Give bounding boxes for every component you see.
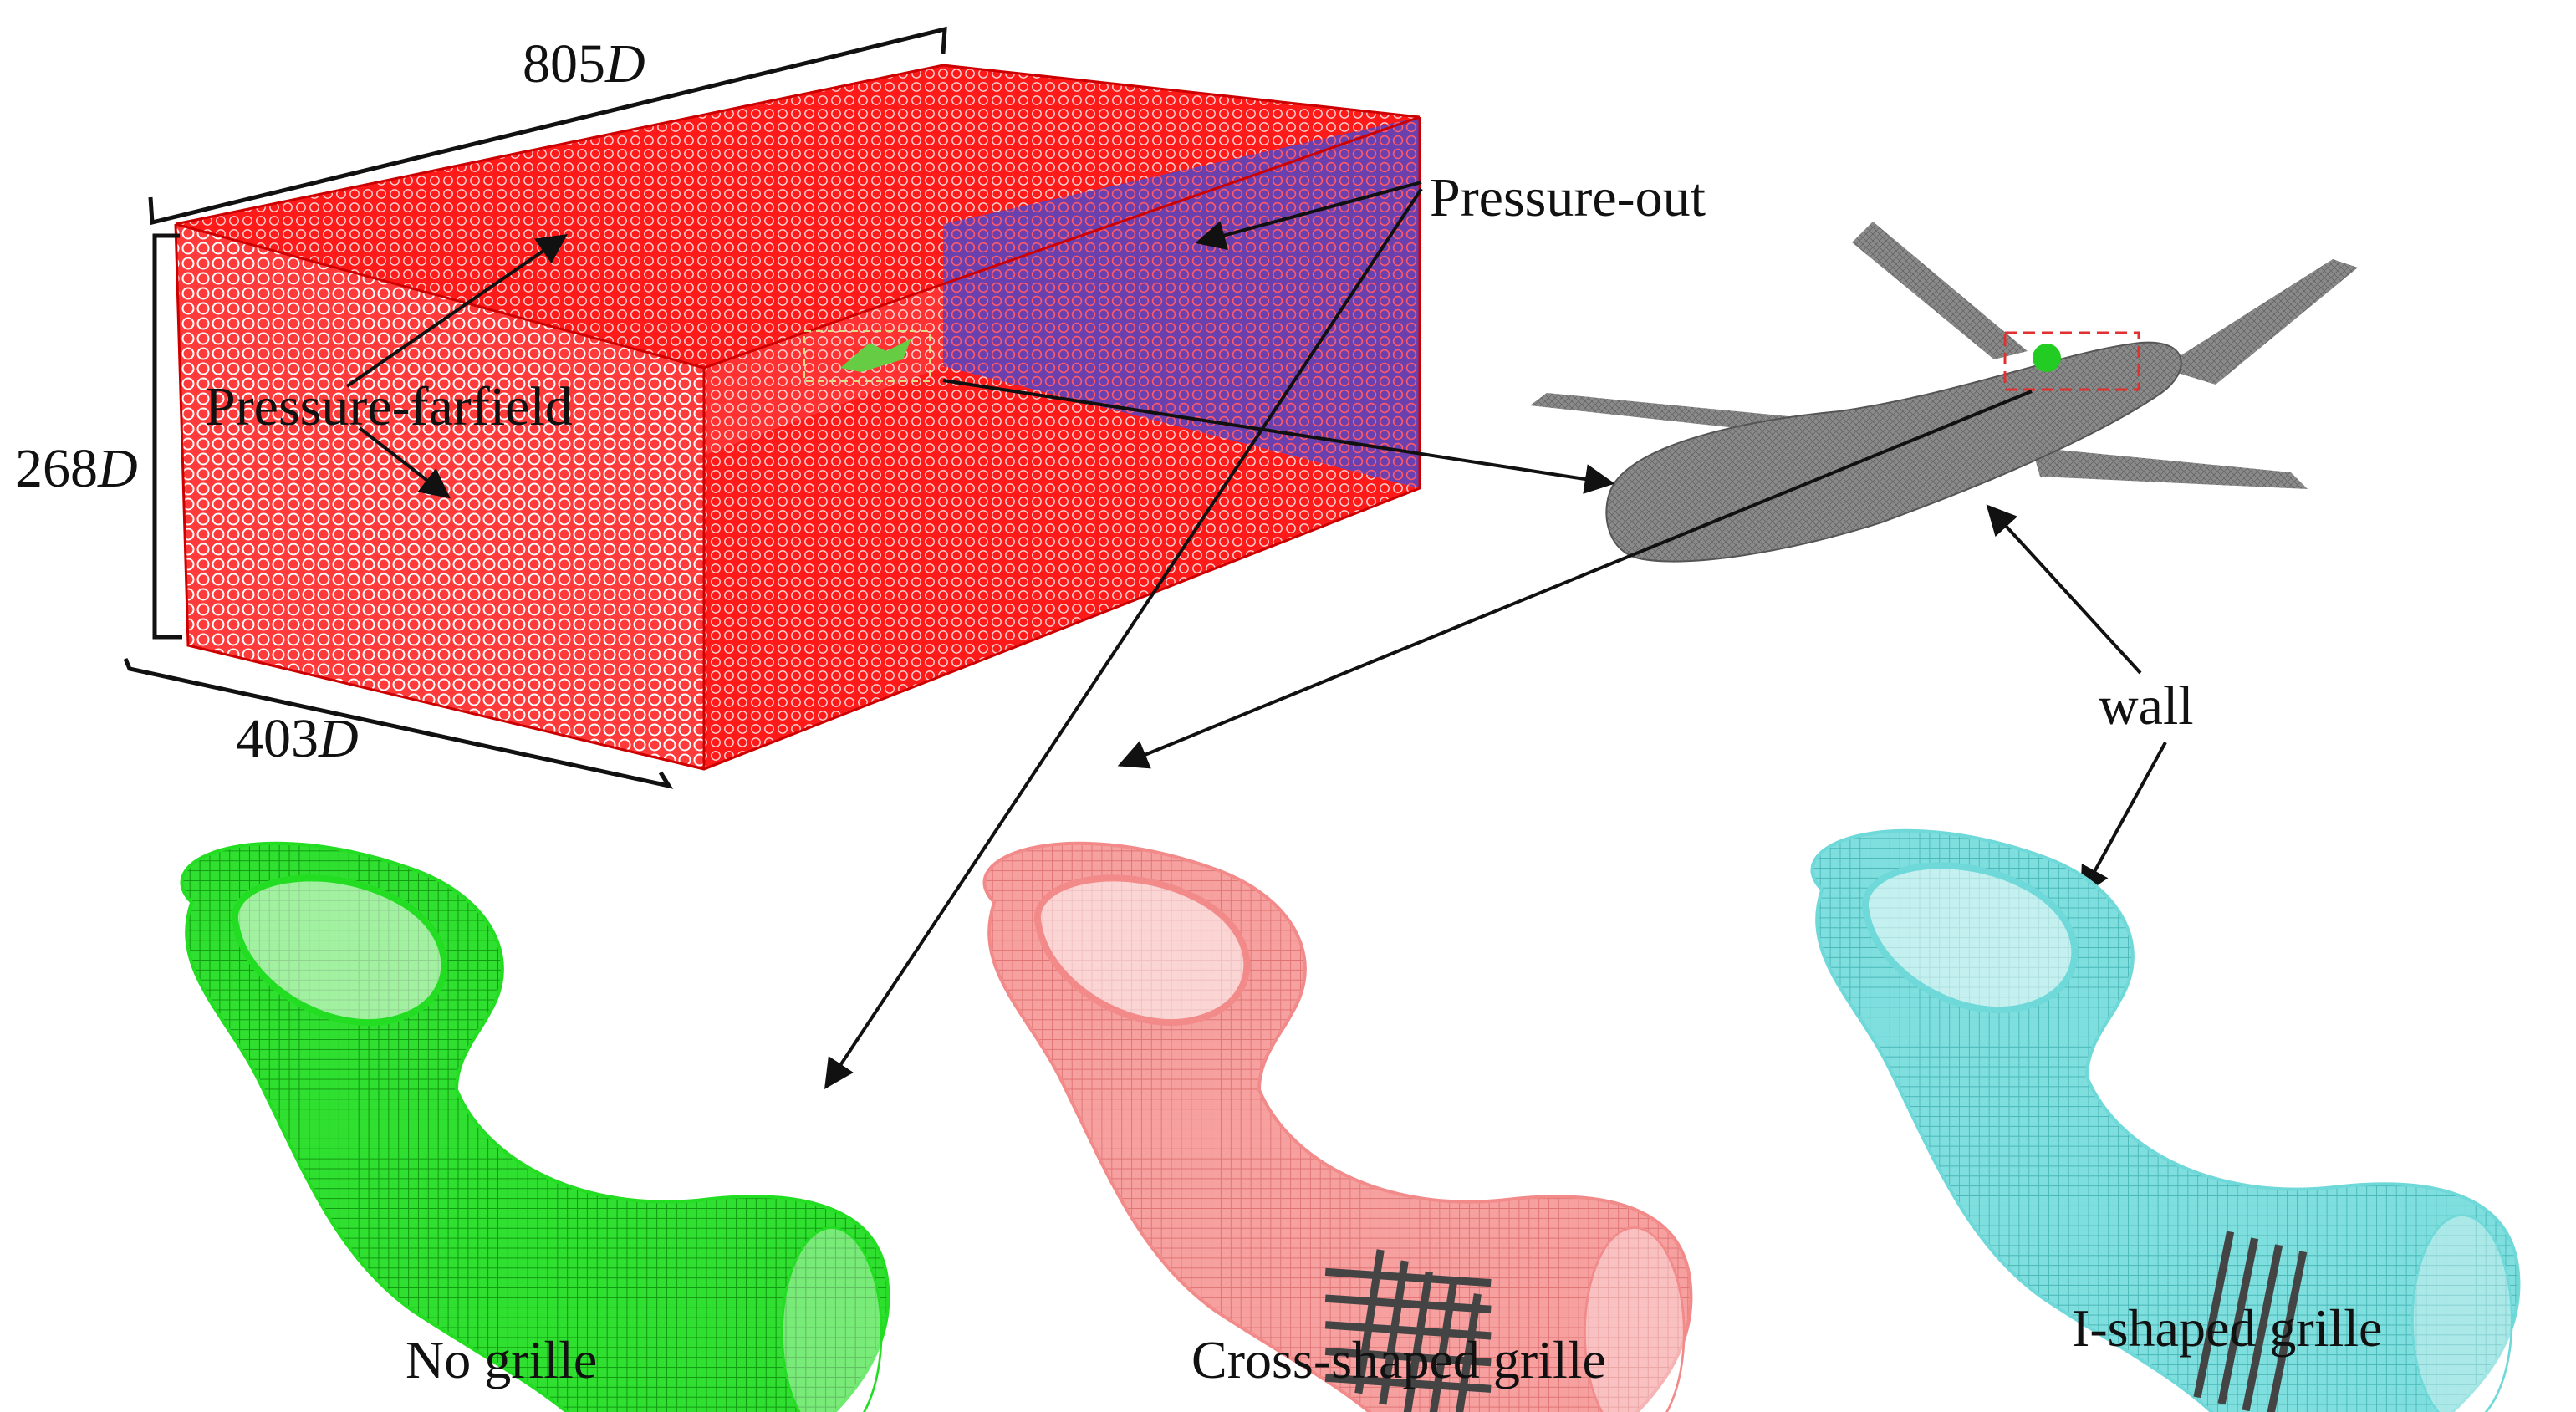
caption-no-grille: No grille: [406, 1330, 597, 1389]
domain-outlet-face: [943, 117, 1420, 488]
intake-marker: [2033, 344, 2061, 372]
i-shaped-grille: [2193, 1231, 2308, 1412]
height-label: 268D: [15, 438, 138, 499]
cross-shaped-grille: [1324, 1249, 1492, 1412]
aircraft-model: [1530, 222, 2358, 563]
aircraft-tail-right: [2032, 447, 2308, 489]
caption-cross-shaped-grille: Cross-shaped grille: [1191, 1330, 1606, 1389]
duct-cross-shaped-grille-outlet: [1584, 1226, 1686, 1412]
wall-label: wall: [2099, 675, 2194, 737]
height-dimension-line: [152, 233, 182, 640]
caption-i-shaped-grille: I-shaped grille: [2072, 1298, 2382, 1358]
arrow-farfield-top: [345, 233, 568, 388]
domain-top-face-fill: [176, 65, 1420, 368]
duct-i-shaped-grille-inlet-rim: [1862, 862, 2079, 1013]
dimension-lines: [123, 26, 947, 789]
duct-i-shaped-grille-outlet: [2411, 1214, 2513, 1412]
length-label: 805D: [523, 33, 645, 94]
duct-no-grille: [180, 841, 890, 1412]
arrow-farfield-bottom: [358, 426, 451, 499]
duct-no-grille-outlet: [781, 1226, 883, 1412]
duct-cross-shaped-grille: [982, 841, 1693, 1412]
duct-i-shaped-grille: [1810, 828, 2521, 1412]
length-dimension-line: [148, 26, 947, 226]
aircraft-upper-wing: [1852, 222, 2028, 359]
arrow-outlet-face: [1195, 181, 1422, 250]
aircraft-upper-wing-right: [2161, 259, 2358, 385]
aircraft-tail-left: [1530, 393, 1806, 435]
arrows: [345, 181, 2167, 1090]
duct-panels: [180, 828, 2521, 1412]
pressure-farfield-label: Pressure-farfield: [205, 376, 573, 437]
arrow-wall-to-duct: [2080, 742, 2167, 898]
duct-no-grille-inlet-rim: [232, 874, 448, 1026]
arrow-intake-to-duct: [1117, 390, 2033, 769]
arrow-domain-to-aircraft: [942, 379, 1615, 494]
domain-aircraft-marker: [803, 330, 931, 382]
duct-cross-shaped-grille-inlet-rim: [1034, 874, 1251, 1026]
arrow-wall-to-aircraft: [1986, 504, 2142, 675]
domain-aircraft-mini: [840, 339, 911, 372]
pressure-out-label: Pressure-out: [1430, 167, 1706, 228]
width-dimension-line: [123, 658, 674, 789]
arrow-outlet-duct: [824, 187, 1423, 1090]
intake-highlight-box: [2003, 331, 2140, 391]
width-label: 403D: [236, 708, 359, 769]
